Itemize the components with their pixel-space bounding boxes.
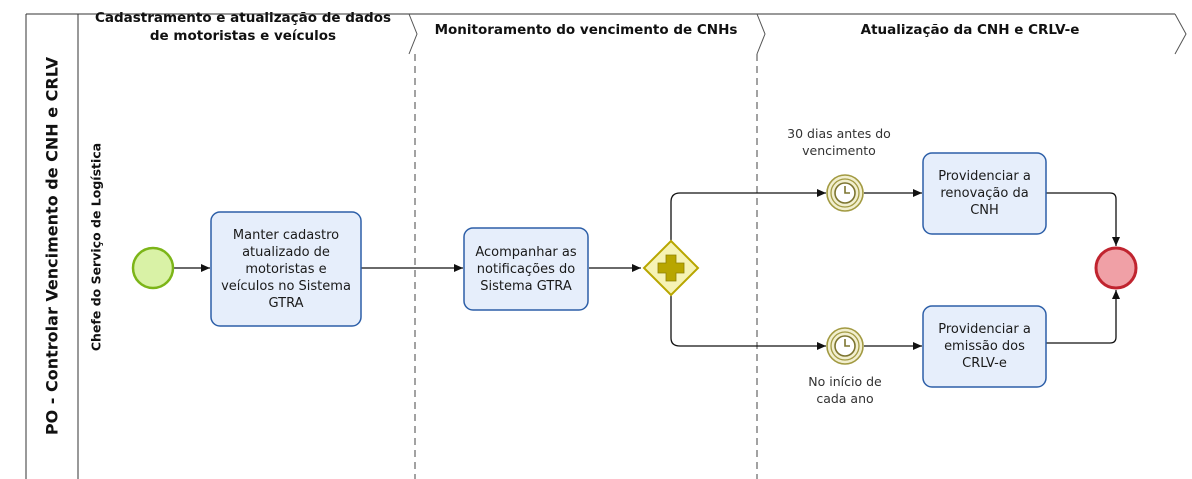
lane-title: Chefe do Serviço de Logística <box>88 142 104 352</box>
phase-chevron-3 <box>1174 13 1187 55</box>
flow-renovacao-to-end[interactable] <box>1046 192 1120 246</box>
clock-icon <box>834 182 856 204</box>
parallel-gateway[interactable] <box>642 239 700 297</box>
phase-title-atualizacao: Atualização da CNH e CRLV-e <box>860 22 1080 38</box>
start-event[interactable] <box>131 246 175 290</box>
flow-emissao-to-end[interactable] <box>1046 290 1120 344</box>
task-providenciar-emissao[interactable]: Providenciar a emissão dos CRLV-e <box>938 322 1031 371</box>
timer-top-label: 30 dias antes do vencimento <box>787 126 891 158</box>
task-manter-cadastro[interactable]: Manter cadastro atualizado de motoristas… <box>221 227 351 311</box>
pool-title: PO - Controlar Vencimento de CNH e CRLV <box>42 56 62 436</box>
plus-icon <box>657 254 685 282</box>
task-emissao-shape[interactable] <box>922 305 1047 388</box>
phase-title-cadastramento: Cadastramento e atualização de dados de … <box>94 10 392 44</box>
task-acompanhar-shape[interactable] <box>463 227 589 311</box>
phase-title-monitoramento: Monitoramento do vencimento de CNHs <box>434 22 738 38</box>
phase-chevron-2 <box>756 13 766 55</box>
clock-icon <box>834 335 856 357</box>
timer-event-bottom[interactable] <box>826 327 864 365</box>
end-event[interactable] <box>1094 246 1138 290</box>
task-renovacao-shape[interactable] <box>922 152 1047 235</box>
flow-gateway-to-timer-top[interactable] <box>670 189 826 241</box>
task-manter-cadastro-shape[interactable] <box>210 211 362 327</box>
flow-gateway-to-timer-bottom[interactable] <box>670 295 826 350</box>
task-providenciar-renovacao[interactable]: Providenciar a renovação da CNH <box>938 169 1031 218</box>
timer-bottom-label: No início de cada ano <box>808 374 882 406</box>
timer-event-top[interactable] <box>826 174 864 212</box>
task-acompanhar-notificacoes[interactable]: Acompanhar as notificações do Sistema GT… <box>475 244 577 294</box>
phase-chevron-1 <box>408 13 418 55</box>
